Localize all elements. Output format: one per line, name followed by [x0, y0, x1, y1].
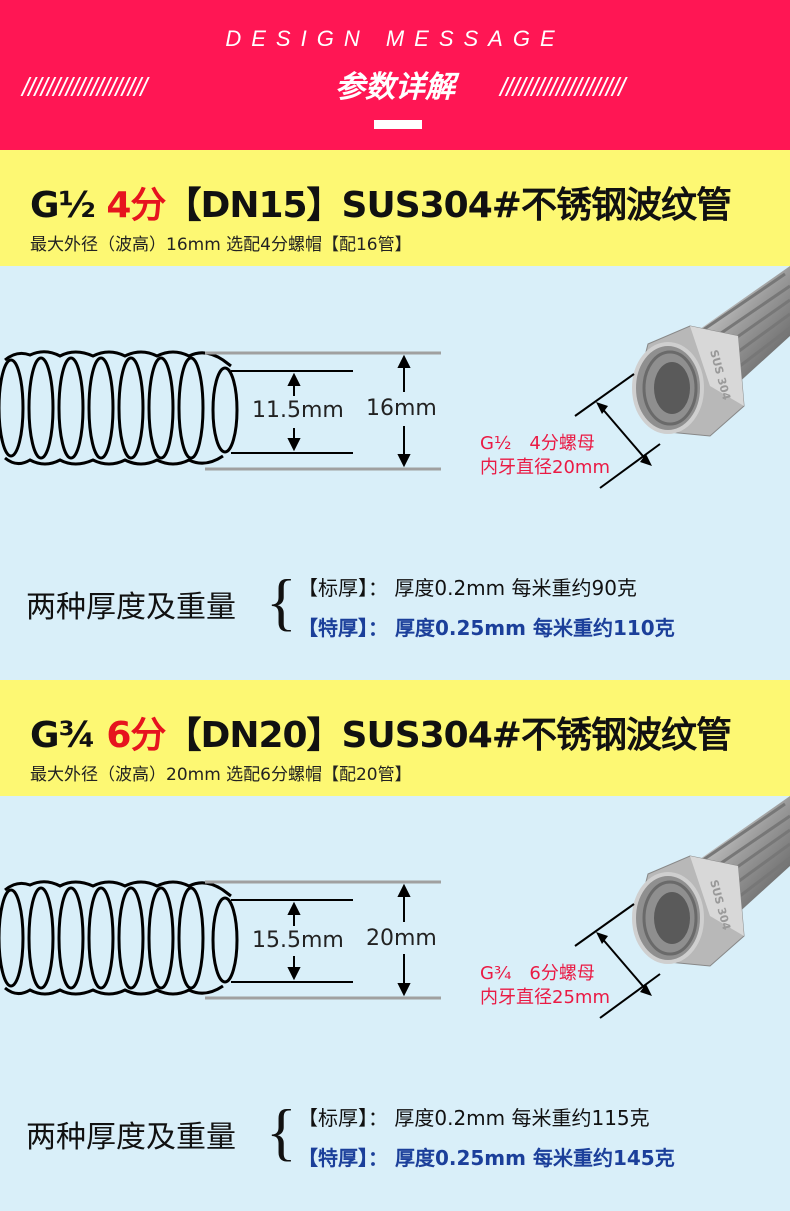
slash-decoration-left: //////////////////// [22, 72, 147, 102]
header-underline-bar [374, 120, 422, 129]
section-1-subtitle: 最大外径（波高）16mm 选配4分螺帽【配16管】 [30, 235, 412, 255]
section-2-thread-size: G¾ [30, 715, 96, 756]
section-1-title-suffix: 【DN15】SUS304#不锈钢波纹管 [165, 185, 732, 226]
section-1-thickness-info: 两种厚度及重量 { 【标厚】： 厚度0.2mm 每米重约90克 【特厚】： 厚度… [0, 562, 790, 652]
section-1-nut-inner-diameter: 内牙直径20mm [480, 457, 610, 478]
section-2-thickness-info: 两种厚度及重量 { 【标厚】： 厚度0.2mm 每米重约115克 【特厚】： 厚… [0, 1092, 790, 1182]
section-2-outer-diameter: 20mm [364, 926, 439, 951]
section-2-subtitle: 最大外径（波高）20mm 选配6分螺帽【配20管】 [30, 765, 412, 785]
section-1-outer-diameter: 16mm [364, 396, 439, 421]
brace-icon: { [266, 1096, 297, 1167]
section-1-title-band: G½ 4分【DN15】SUS304#不锈钢波纹管 最大外径（波高）16mm 选配… [0, 150, 790, 266]
section-2-title: G¾ 6分【DN20】SUS304#不锈钢波纹管 [30, 706, 732, 758]
section-1-nut-photo-icon: SUS 304 [574, 266, 790, 489]
section-2-size-red: 6分 [106, 715, 166, 756]
section-2-inner-diameter: 15.5mm [250, 928, 346, 953]
section-1-nut-label: G½ 4分螺母 内牙直径20mm [480, 432, 610, 480]
header-title-en: DESIGN MESSAGE [225, 26, 565, 51]
slash-decoration-right: //////////////////// [500, 72, 625, 102]
section-2-nut-size: G¾ 6分螺母 [480, 963, 595, 984]
section-2-title-band: G¾ 6分【DN20】SUS304#不锈钢波纹管 最大外径（波高）20mm 选配… [0, 680, 790, 796]
section-1-standard-thickness: 【标厚】： 厚度0.2mm 每米重约90克 [298, 576, 637, 600]
section-2-nut-photo-icon: SUS 304 [574, 796, 790, 1019]
section-1-inner-diameter: 11.5mm [250, 398, 346, 423]
header-banner: DESIGN MESSAGE //////////////////// 参数详解… [0, 0, 790, 150]
section-1-nut-size: G½ 4分螺母 [480, 433, 595, 454]
section-1-hose-diagram-icon [0, 350, 441, 471]
section-2-thickness-label: 两种厚度及重量 [26, 1120, 236, 1155]
section-1-special-thickness: 【特厚】： 厚度0.25mm 每米重约110克 [298, 616, 675, 640]
brace-icon: { [266, 566, 297, 637]
header-title-cn: 参数详解 [335, 70, 455, 105]
section-2-nut-label: G¾ 6分螺母 内牙直径25mm [480, 962, 610, 1010]
section-1-thickness-label: 两种厚度及重量 [26, 590, 236, 625]
section-2-standard-thickness: 【标厚】： 厚度0.2mm 每米重约115克 [298, 1106, 650, 1130]
section-2-title-suffix: 【DN20】SUS304#不锈钢波纹管 [165, 715, 732, 756]
section-1-size-red: 4分 [106, 185, 166, 226]
section-2-hose-diagram-icon [0, 880, 441, 1000]
section-1-title: G½ 4分【DN15】SUS304#不锈钢波纹管 [30, 176, 732, 228]
section-1-thread-size: G½ [30, 185, 96, 226]
section-2-special-thickness: 【特厚】： 厚度0.25mm 每米重约145克 [298, 1146, 675, 1170]
section-2-nut-inner-diameter: 内牙直径25mm [480, 987, 610, 1008]
